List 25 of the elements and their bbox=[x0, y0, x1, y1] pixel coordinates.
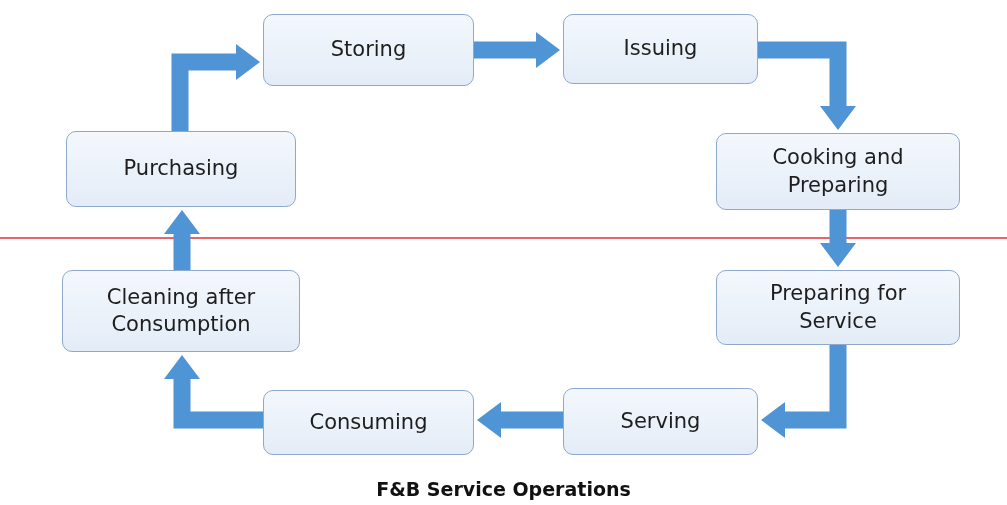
process-box bbox=[263, 14, 474, 86]
process-box bbox=[716, 133, 960, 210]
process-box bbox=[563, 14, 758, 84]
box-label: Serving bbox=[620, 407, 701, 435]
block-arrow bbox=[474, 32, 560, 68]
process-box bbox=[563, 388, 758, 455]
process-box bbox=[716, 270, 960, 345]
block-arrow bbox=[820, 210, 856, 267]
box-label: Storing bbox=[330, 36, 407, 64]
block-arrow bbox=[477, 402, 563, 438]
block-arrow bbox=[171, 44, 260, 131]
box-label: Consuming bbox=[309, 408, 428, 436]
process-box bbox=[263, 390, 474, 455]
caption: F&B Service Operations bbox=[375, 478, 632, 500]
box-label: Preparing for Service bbox=[768, 280, 908, 335]
box-label: Issuing bbox=[623, 35, 698, 63]
process-box bbox=[66, 131, 296, 207]
box-label: Purchasing bbox=[123, 155, 239, 183]
block-arrow bbox=[164, 210, 200, 270]
block-arrow bbox=[761, 345, 847, 438]
block-arrow bbox=[164, 355, 263, 429]
box-label: Cooking and Preparing bbox=[771, 144, 905, 199]
block-arrow bbox=[758, 41, 856, 130]
process-box bbox=[62, 270, 300, 352]
box-label: Cleaning after Consumption bbox=[105, 283, 257, 338]
